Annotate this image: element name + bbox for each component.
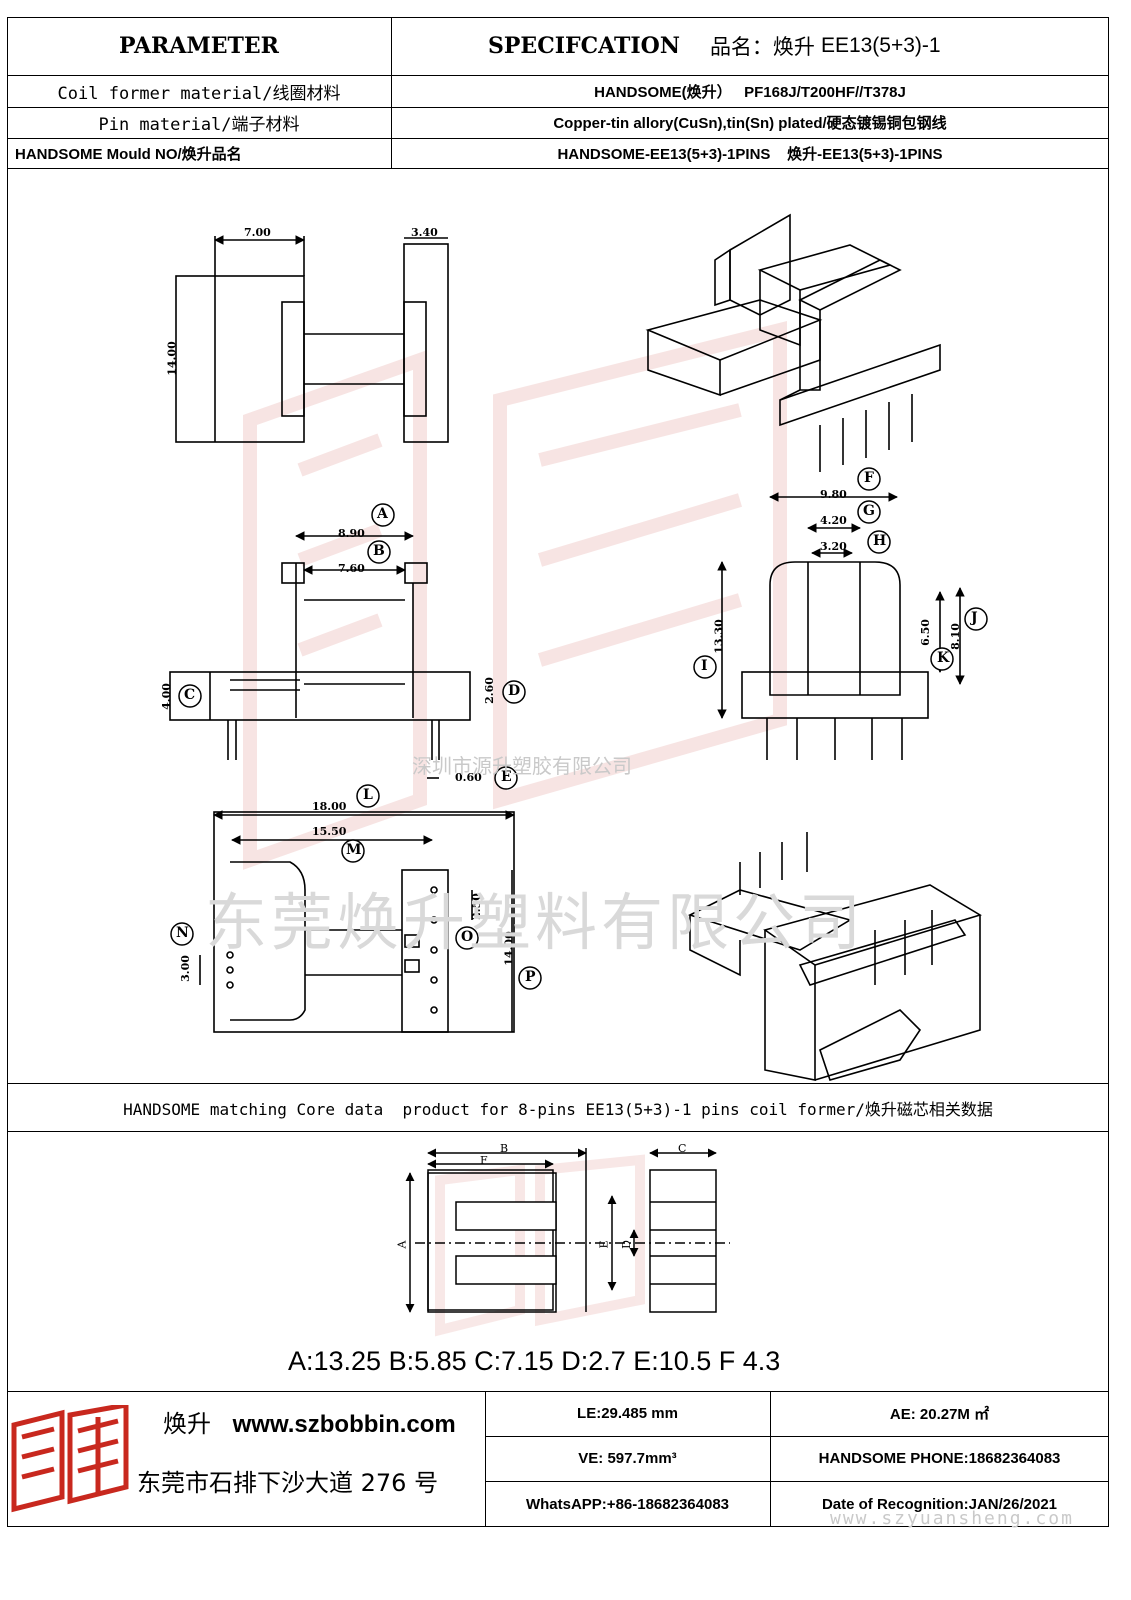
dim-15-50: 15.50 [312, 825, 347, 838]
dim-18-00: 18.00 [312, 800, 347, 813]
footer-brand: 焕升 www.szbobbin.com [163, 1404, 456, 1439]
callout-c: C [184, 687, 196, 703]
callout-k: K [937, 650, 950, 666]
mould-no-label: HANDSOME Mould NO/焕升品名 [15, 145, 242, 163]
core-label-d: D [619, 1240, 633, 1249]
dim-9-80: 9.80 [820, 488, 847, 501]
parameter-heading: PARAMETER [119, 33, 279, 59]
product-name: EE13(5+3)-1 [820, 34, 941, 57]
spec-label: SPECIFCATION [488, 33, 680, 59]
phone-value: HANDSOME PHONE:18682364083 [818, 1450, 1061, 1467]
watermark-url: www.szyuansheng.com [830, 1508, 1074, 1529]
page-frame [7, 17, 1109, 1527]
callout-e: E [501, 769, 512, 785]
dim-4-20: 4.20 [820, 514, 847, 527]
isometric-view-top [645, 213, 941, 472]
dim-3-40: 3.40 [411, 226, 438, 239]
core-label-f: F [480, 1154, 488, 1167]
callout-i: I [701, 658, 708, 674]
dimension-labels: 7.00 3.40 14.00 8.90 7.60 4.00 2.60 0.60… [160, 226, 962, 982]
callout-f: F [864, 470, 874, 486]
core-data-banner: HANDSOME matching Core data product for … [123, 1099, 993, 1119]
handsome-logo [11, 1405, 129, 1513]
core-values-line: A:13.25 B:5.85 C:7.15 D:2.7 E:10.5 F 4.3 [288, 1346, 781, 1376]
core-dim-letters: B F C A E D [395, 1142, 687, 1249]
callout-o: O [461, 929, 474, 945]
dim-3-20: 3.20 [820, 540, 847, 553]
side-view [175, 235, 449, 443]
core-label-e: E [597, 1240, 611, 1249]
ve-value: VE: 597.7mm³ [578, 1450, 677, 1467]
callout-g: G [863, 503, 875, 519]
callout-m: M [346, 842, 362, 858]
end-view [717, 492, 965, 760]
watermark-large-text: 东莞焕升塑料有限公司 [205, 886, 866, 959]
le-value: LE:29.485 mm [577, 1405, 678, 1422]
watermark-center-text: 深圳市源升塑胶有限公司 [412, 754, 632, 778]
technical-drawing [169, 213, 988, 1081]
mould-no-value: HANDSOME-EE13(5+3)-1PINS 焕升-EE13(5+3)-1P… [557, 145, 943, 163]
pin-material-label: Pin material/端子材料 [98, 115, 300, 135]
callout-p: P [525, 969, 536, 985]
top-view [199, 810, 515, 1033]
front-view [169, 531, 471, 779]
callout-b: B [373, 543, 385, 559]
callout-letters: A B C D E F G H I J K L M N O P [176, 470, 978, 985]
dim-8-90: 8.90 [338, 527, 365, 540]
whatsapp-value: WhatsAPP:+86-18682364083 [525, 1495, 730, 1513]
dim-7-00: 7.00 [244, 226, 271, 239]
coil-material-label: Coil former material/线圈材料 [57, 83, 341, 104]
brand-name: 焕升 [163, 1410, 211, 1438]
footer-address: 东莞市石排下沙大道 276 号 [137, 1469, 439, 1497]
specification-heading: SPECIFCATION 品名：焕升 EE13(5+3)-1 [391, 17, 1109, 75]
product-label: 品名：焕升 [709, 35, 815, 59]
callout-l: L [363, 787, 373, 803]
isometric-view-bottom [687, 832, 982, 1081]
callout-h: H [873, 533, 887, 549]
pin-material-value: Copper-tin allory(CuSn),tin(Sn) plated/硬… [553, 115, 947, 132]
dim-7-60: 7.60 [338, 562, 365, 575]
callout-n: N [176, 925, 189, 941]
callout-circles [170, 467, 988, 990]
core-drawing [405, 1148, 730, 1337]
date-value: Date of Recognition:JAN/26/2021 [821, 1495, 1058, 1513]
callout-d: D [508, 683, 521, 699]
core-label-a: A [395, 1240, 409, 1249]
website-link[interactable]: www.szbobbin.com [232, 1411, 456, 1438]
callout-j: J [971, 610, 978, 626]
core-label-c: C [678, 1142, 687, 1155]
callout-a: A [377, 506, 388, 522]
watermark-logo [243, 321, 787, 870]
dim-0-60: 0.60 [455, 771, 482, 784]
coil-material-value: HANDSOME(焕升） PF168J/T200HF//T378J [594, 83, 906, 101]
core-label-b: B [500, 1142, 509, 1155]
ae-value: AE: 20.27M ㎡ [889, 1406, 990, 1423]
